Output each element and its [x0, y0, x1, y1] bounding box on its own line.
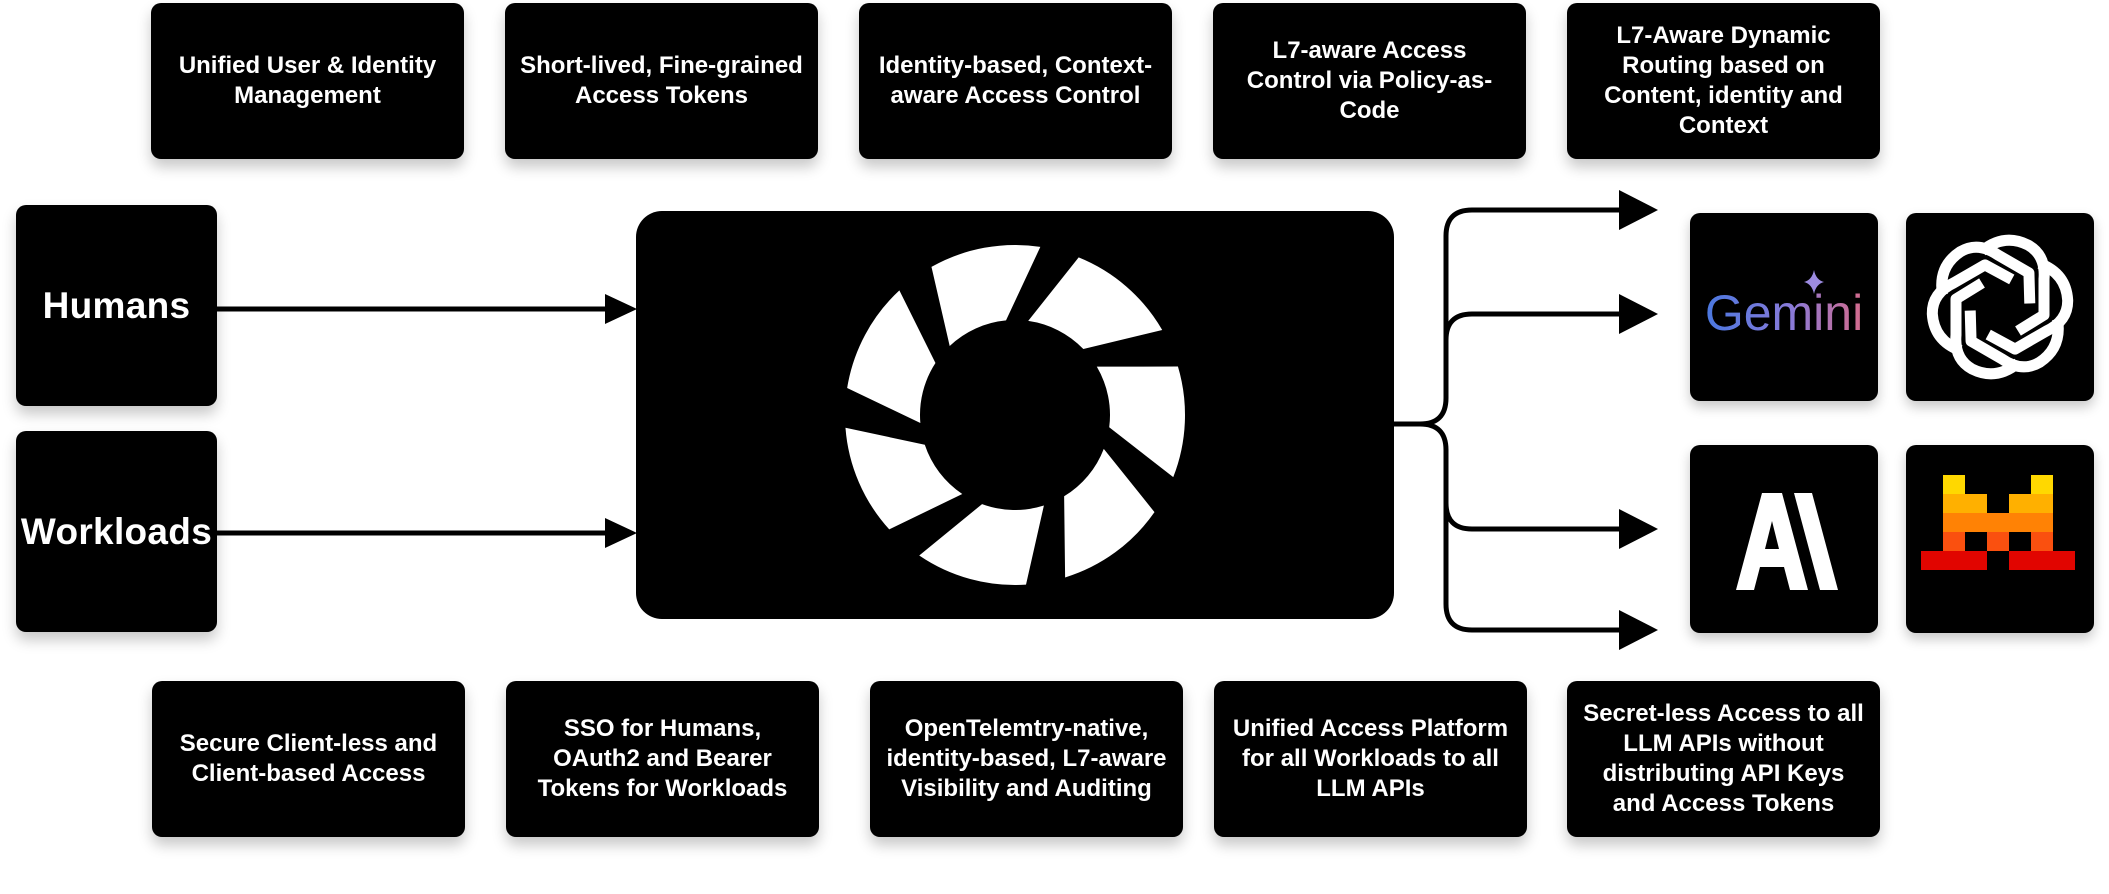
gemini-tile: Gemini — [1690, 213, 1878, 401]
mistral-logo-block — [2053, 551, 2075, 570]
feature-card-client-access: Secure Client-less and Client-based Acce… — [152, 681, 465, 837]
access-platform-hub — [636, 211, 1394, 619]
mistral-logo-block — [2031, 532, 2053, 551]
route-arrow-line-1 — [1391, 207, 1628, 427]
mistral-logo-block — [1965, 551, 1987, 570]
feature-label: L7-aware Access Control via Policy-as-Co… — [1246, 37, 1493, 124]
mistral-logo-block — [1965, 513, 1987, 532]
mistral-logo-block — [1943, 551, 1965, 570]
mistral-logo-block — [2031, 475, 2053, 494]
mistral-logo-block — [2031, 513, 2053, 532]
mistral-logo-icon — [1921, 475, 2075, 570]
workloads-box: Workloads — [16, 431, 217, 632]
feature-label: SSO for Humans, OAuth2 and Bearer Tokens… — [537, 715, 788, 802]
feature-card-dynamic-routing: L7-Aware Dynamic Routing based on Conten… — [1567, 3, 1880, 159]
feature-label: Identity-based, Context-aware Access Con… — [878, 52, 1153, 109]
arrowhead-icon — [1619, 294, 1658, 334]
anthropic-logo-icon — [1736, 493, 1838, 590]
feature-card-context-aware-access: Identity-based, Context-aware Access Con… — [859, 3, 1172, 159]
mistral-tile — [1906, 445, 2094, 633]
feature-card-sso-oauth: SSO for Humans, OAuth2 and Bearer Tokens… — [506, 681, 819, 837]
feature-card-policy-as-code: L7-aware Access Control via Policy-as-Co… — [1213, 3, 1526, 159]
arrowhead-icon — [605, 518, 637, 548]
mistral-logo-block — [1987, 532, 2009, 551]
mistral-logo-block — [2031, 551, 2053, 570]
anthropic-tile — [1690, 445, 1878, 633]
openai-tile — [1906, 213, 2094, 401]
hub-logo-segment — [1028, 257, 1163, 350]
openai-logo-icon — [1906, 213, 2094, 401]
feature-label: Secret-less Access to all LLM APIs witho… — [1583, 700, 1864, 817]
hub-logo-segment — [1064, 448, 1155, 578]
hub-logo-segment — [931, 245, 1041, 347]
mistral-logo-block — [2009, 551, 2031, 570]
gemini-wordmark: Gemini — [1705, 285, 1863, 341]
mistral-logo-block — [1943, 494, 1965, 513]
humans-box: Humans — [16, 205, 217, 406]
hub-logo-segment — [1096, 366, 1185, 478]
hub-logo-segment — [919, 504, 1044, 585]
feature-label: OpenTelemtry-native, identity-based, L7-… — [886, 715, 1167, 802]
feature-card-secretless-access: Secret-less Access to all LLM APIs witho… — [1567, 681, 1880, 837]
route-arrow-line-3 — [1417, 421, 1628, 532]
feature-label: Unified Access Platform for all Workload… — [1232, 715, 1509, 802]
mistral-logo-block — [1943, 532, 1965, 551]
route-arrow-line-2 — [1443, 311, 1628, 343]
workloads-label: Workloads — [20, 510, 213, 552]
arrowhead-icon — [1619, 509, 1658, 549]
route-arrow-line-4 — [1443, 500, 1628, 633]
hub-logo-segment — [847, 290, 936, 424]
feature-label: Short-lived, Fine-grained Access Tokens — [520, 52, 803, 109]
arrowhead-icon — [605, 294, 637, 324]
mistral-logo-block — [1943, 475, 1965, 494]
feature-card-unified-platform: Unified Access Platform for all Workload… — [1214, 681, 1527, 837]
feature-label: L7-Aware Dynamic Routing based on Conten… — [1604, 22, 1843, 139]
mistral-logo-block — [1987, 513, 2009, 532]
arrowhead-icon — [1619, 610, 1658, 650]
feature-label: Secure Client-less and Client-based Acce… — [179, 730, 438, 787]
arrowhead-icon — [1619, 190, 1658, 230]
mistral-logo-block — [2031, 494, 2053, 513]
mistral-logo-block — [1943, 513, 1965, 532]
mistral-logo-block — [2009, 494, 2031, 513]
feature-card-visibility-auditing: OpenTelemtry-native, identity-based, L7-… — [870, 681, 1183, 837]
feature-card-access-tokens: Short-lived, Fine-grained Access Tokens — [505, 3, 818, 159]
mistral-logo-block — [2009, 513, 2031, 532]
hub-logo-segment — [845, 427, 963, 530]
feature-card-identity-management: Unified User & Identity Management — [151, 3, 464, 159]
feature-label: Unified User & Identity Management — [178, 52, 437, 109]
access-platform-logo-icon — [845, 245, 1185, 585]
humans-label: Humans — [42, 284, 191, 326]
mistral-logo-block — [1965, 494, 1987, 513]
gemini-logo-icon: Gemini — [1705, 270, 1863, 341]
mistral-logo-block — [1921, 551, 1943, 570]
